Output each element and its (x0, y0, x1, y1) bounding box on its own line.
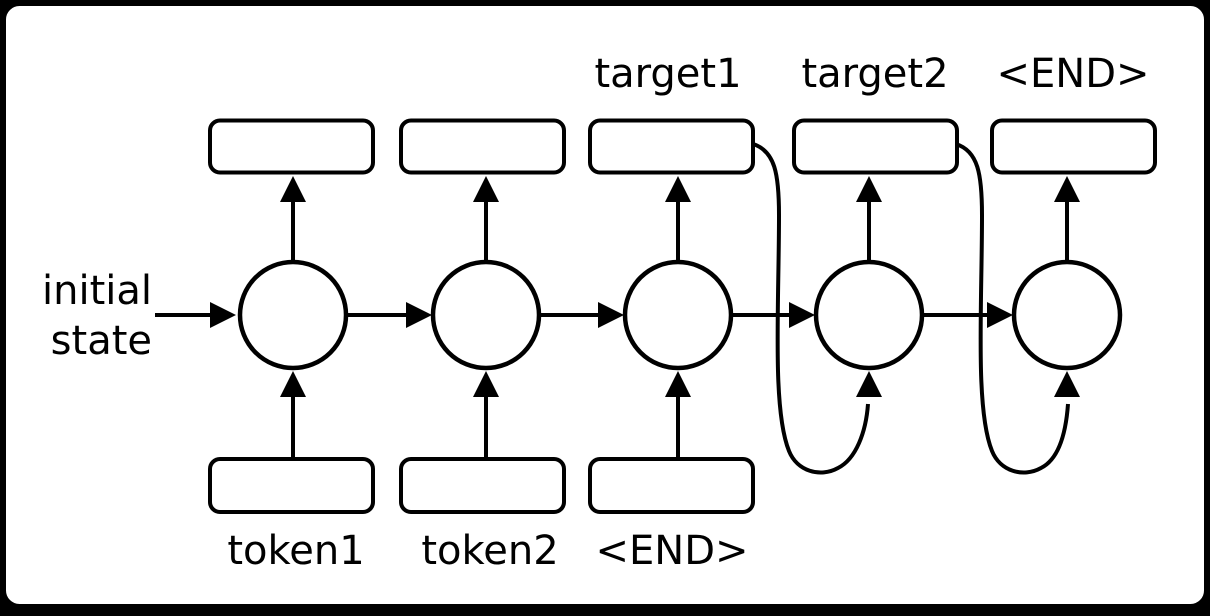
label-target1: target1 (594, 51, 742, 97)
output-box-3 (588, 118, 755, 175)
arrowhead-cell5-output5 (1054, 176, 1080, 202)
arrowhead-cell4-output4 (856, 176, 882, 202)
output-box-2 (399, 118, 566, 175)
output-box-4 (792, 118, 959, 175)
rnn-cell-3 (622, 259, 734, 371)
arrowhead-input2-cell2 (473, 371, 499, 397)
arrowhead-input1-cell1 (280, 371, 306, 397)
arrowhead-cell1-output1 (280, 176, 306, 202)
arrowhead-cell2-cell3 (598, 302, 624, 328)
initial-state-line2: state (50, 318, 152, 364)
label-end-bottom: <END> (595, 528, 749, 574)
input-box-3 (588, 457, 755, 514)
connector-lines (155, 142, 1070, 475)
output-box-1 (208, 118, 375, 175)
initial-state-line1: initial (42, 268, 152, 314)
label-token2: token2 (421, 528, 559, 574)
feedback-curve-output4-to-cell5 (955, 142, 1070, 475)
arrowhead-input3-cell3 (665, 371, 691, 397)
input-box-1 (208, 457, 375, 514)
label-token1: token1 (227, 528, 365, 574)
node-shapes (208, 118, 1157, 514)
arrowhead-cell3-cell4 (789, 302, 815, 328)
arrowhead-feedback-cell5 (1054, 371, 1080, 397)
arrowhead-initial-state (210, 302, 236, 328)
arrowhead-cell3-output3 (665, 176, 691, 202)
arrowhead-feedback-cell4 (856, 371, 882, 397)
input-box-2 (399, 457, 566, 514)
rnn-cell-1 (237, 259, 349, 371)
label-end-top: <END> (996, 51, 1150, 97)
label-target2: target2 (801, 51, 949, 97)
arrowhead-cell1-cell2 (406, 302, 432, 328)
output-box-5 (990, 118, 1157, 175)
rnn-cell-5 (1011, 259, 1123, 371)
arrowhead-cell4-cell5 (987, 302, 1013, 328)
rnn-cell-2 (430, 259, 542, 371)
arrow-heads (210, 176, 1080, 397)
arrowhead-cell2-output2 (473, 176, 499, 202)
rnn-cell-4 (813, 259, 925, 371)
feedback-curve-output3-to-cell4 (752, 142, 870, 475)
